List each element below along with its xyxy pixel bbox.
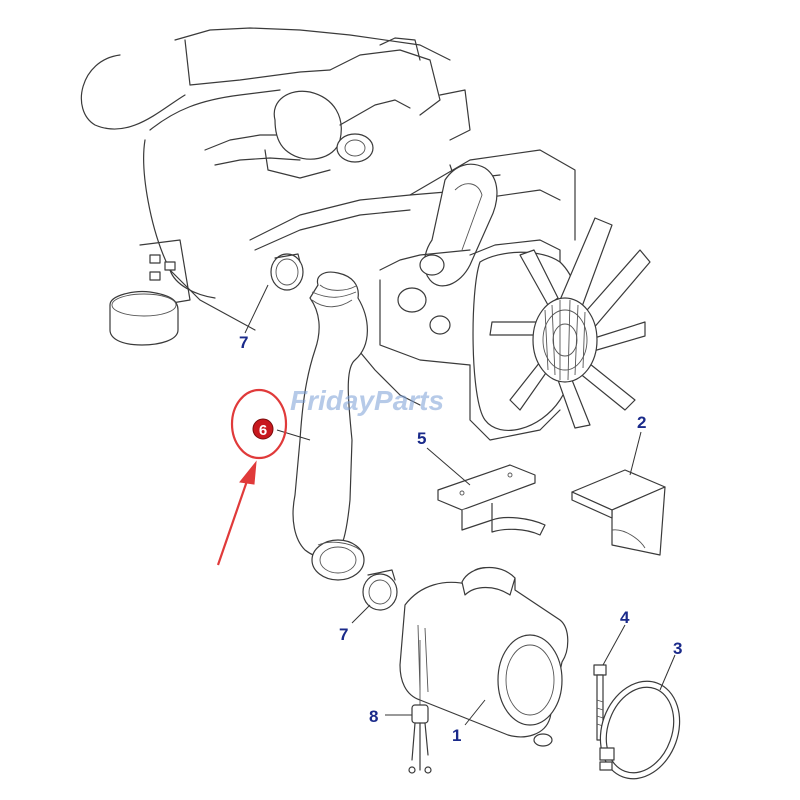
cooling-fan [469, 217, 651, 441]
leader-3 [659, 654, 676, 691]
highlight-arrow-shaft [216, 477, 250, 566]
callout-6: 6 [259, 422, 267, 439]
leader-7-upper [244, 284, 269, 334]
air-cleaner-item-1 [399, 566, 569, 747]
hose-item-6 [292, 271, 368, 581]
callout-8: 8 [369, 707, 378, 726]
callout-1: 1 [452, 726, 461, 745]
clamp-item-7-upper [270, 253, 304, 291]
band-clamp-item-3 [599, 680, 681, 780]
callout-4: 4 [620, 608, 630, 627]
highlight-ring [230, 388, 288, 460]
highlight-marker [216, 388, 288, 566]
leader-4 [602, 624, 626, 666]
leader-6 [276, 429, 311, 441]
indicator-item-8 [408, 640, 432, 774]
callout-labels: 6 7 7 5 2 4 3 1 8 [239, 333, 682, 745]
callout-3: 3 [673, 639, 682, 658]
leader-5 [426, 447, 471, 486]
leader-7-lower [351, 604, 371, 624]
callout-5: 5 [417, 429, 426, 448]
callout-2: 2 [637, 413, 646, 432]
clamp-item-7-lower [362, 569, 398, 611]
highlight-arrow-head [239, 460, 257, 485]
watermark-text: FridayParts [290, 385, 444, 416]
bracket-item-2 [571, 469, 666, 556]
leader-lines [244, 284, 676, 726]
callout-6-badge [252, 418, 274, 440]
leader-1 [464, 699, 486, 726]
callout-7-lower: 7 [339, 625, 348, 644]
leader-2 [629, 431, 642, 476]
callout-7-upper: 7 [239, 333, 248, 352]
bracket-item-5 [437, 464, 546, 536]
engine-block [80, 27, 576, 406]
